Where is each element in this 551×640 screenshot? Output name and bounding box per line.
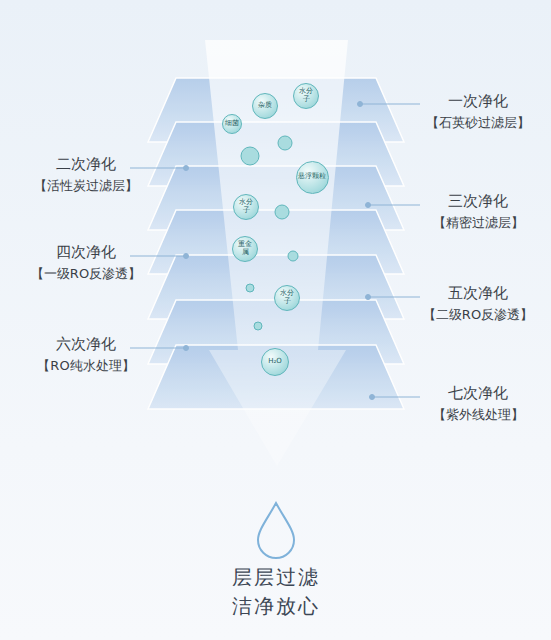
bubble-node: 水分子 xyxy=(293,83,319,109)
small-bubbles xyxy=(241,136,298,330)
leader-lines xyxy=(130,102,420,400)
stage-material: 【RO纯水处理】 xyxy=(37,357,134,375)
bubble-node: 细菌 xyxy=(222,114,242,134)
stage-material: 【活性炭过滤层】 xyxy=(34,177,138,195)
stage-title: 七次净化 xyxy=(448,384,508,403)
leader-line xyxy=(368,205,420,206)
caption-block: 层层过滤 洁净放心 xyxy=(0,563,551,621)
bubble xyxy=(278,136,292,150)
bubble-node: H₂O xyxy=(261,348,289,376)
leader-line xyxy=(372,397,420,398)
bubble-text: 水分子 xyxy=(298,88,314,103)
leader-dot xyxy=(358,102,363,107)
leader-line xyxy=(130,168,186,169)
bubble-text: 悬浮颗粒 xyxy=(298,173,326,181)
leader-dot xyxy=(184,254,189,259)
stage-material: 【石英砂过滤层】 xyxy=(426,114,530,132)
caption: 层层过滤 洁净放心 xyxy=(226,563,326,621)
stage-material: 【一级RO反渗透】 xyxy=(31,265,141,283)
stage-title: 六次净化 xyxy=(56,335,116,354)
bubble-text: 重金属 xyxy=(237,241,253,256)
stage-title: 一次净化 xyxy=(448,92,508,111)
leader-dot xyxy=(366,203,371,208)
bubble-node: 杂质 xyxy=(252,93,278,119)
bubble xyxy=(241,147,259,165)
leader-dot xyxy=(370,395,375,400)
bubble-text: 水分子 xyxy=(238,199,254,214)
bubble-node: 重金属 xyxy=(232,236,258,262)
stage-material: 【二级RO反渗透】 xyxy=(423,306,533,324)
bubble-text: H₂O xyxy=(268,358,282,366)
leader-dot xyxy=(184,346,189,351)
stage-title: 五次净化 xyxy=(448,284,508,303)
bubble-node: 悬浮颗粒 xyxy=(296,161,329,194)
water-drop-icon xyxy=(258,503,294,558)
leader-line xyxy=(368,297,420,298)
stage-material: 【精密过滤层】 xyxy=(433,214,524,232)
leader-dot xyxy=(184,166,189,171)
bubble-text: 细菌 xyxy=(225,120,239,128)
stage-title: 二次净化 xyxy=(56,155,116,174)
flow-arrow xyxy=(205,40,348,466)
leader-line xyxy=(130,348,186,349)
bubble-text: 水分子 xyxy=(279,290,295,305)
bubble xyxy=(275,205,289,219)
bubble xyxy=(254,322,262,330)
leader-dot xyxy=(366,295,371,300)
leader-line xyxy=(130,256,186,257)
bubble-node: 水分子 xyxy=(274,285,300,311)
leader-line xyxy=(360,104,420,105)
bubble-node: 水分子 xyxy=(233,194,259,220)
stage-title: 四次净化 xyxy=(56,243,116,262)
bubble xyxy=(246,284,254,292)
bubble-text: 杂质 xyxy=(258,102,272,110)
bubble xyxy=(288,251,298,261)
stage-material: 【紫外线处理】 xyxy=(433,406,524,424)
stage-title: 三次净化 xyxy=(448,192,508,211)
